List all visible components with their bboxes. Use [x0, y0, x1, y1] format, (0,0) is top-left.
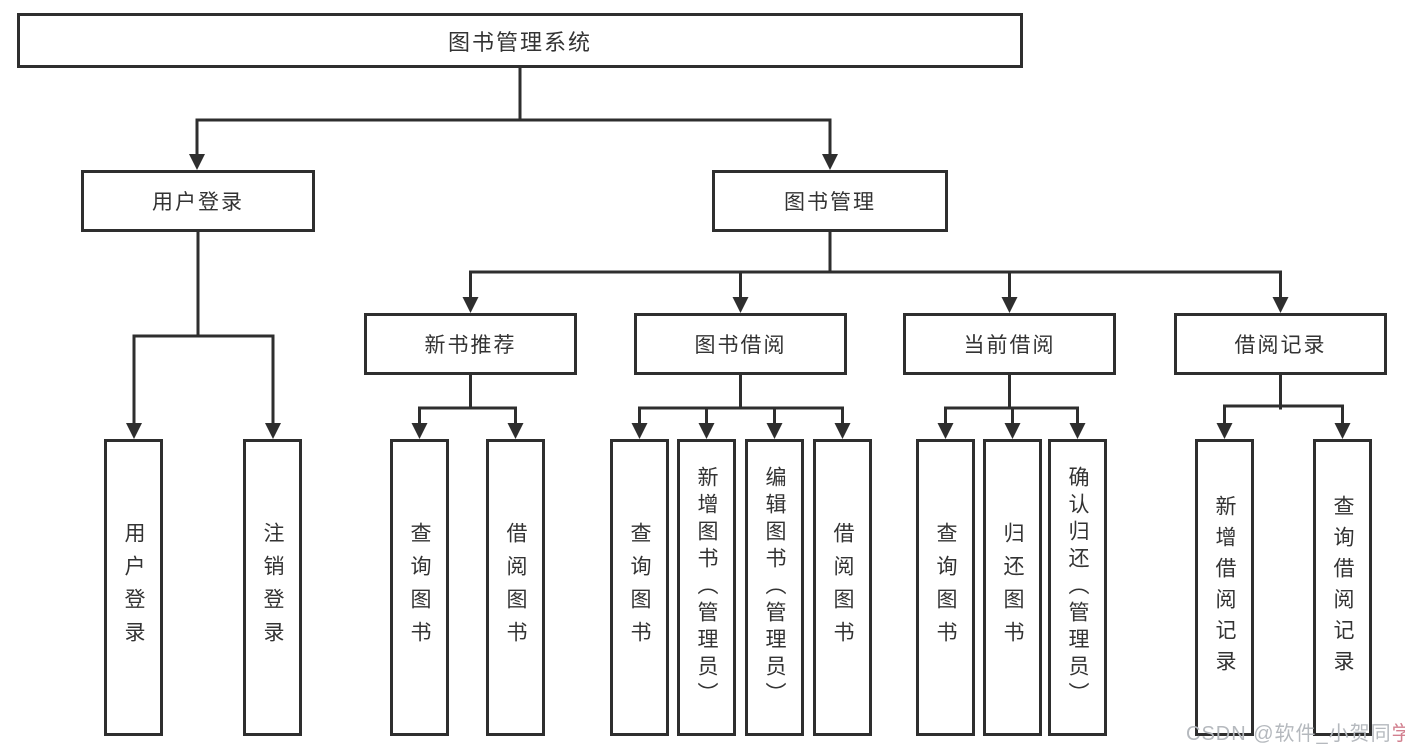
- node-borrowing-records: 借阅记录: [1174, 313, 1387, 375]
- node-label: 新增借阅记录: [1213, 494, 1236, 681]
- leaf-query-books-current: 查询图书: [916, 439, 975, 736]
- watermark-text: CSDN @软件_小贺同: [1186, 723, 1392, 745]
- node-label: 借阅图书: [831, 521, 854, 654]
- connector-root-to-level2: [189, 68, 838, 170]
- node-label: 查询借阅记录: [1331, 494, 1354, 681]
- node-label: 新书推荐: [424, 334, 517, 357]
- leaf-user-login: 用户登录: [104, 439, 163, 736]
- node-current-borrowing: 当前借阅: [903, 313, 1116, 375]
- node-book-management: 图书管理: [712, 170, 948, 232]
- leaf-edit-books-admin: 编辑图书（管理员）: [745, 439, 804, 736]
- node-book-borrowing: 图书借阅: [634, 313, 847, 375]
- connector-user-login-children: [126, 232, 281, 439]
- node-label: 编辑图书（管理员）: [763, 466, 786, 709]
- leaf-return-books: 归还图书: [983, 439, 1042, 736]
- node-label: 新增图书（管理员）: [695, 466, 718, 709]
- leaf-query-books-recommend: 查询图书: [390, 439, 449, 736]
- node-label: 注销登录: [261, 521, 284, 654]
- node-label: 查询图书: [408, 521, 431, 654]
- connector-new-book-children: [411, 375, 524, 439]
- leaf-query-borrow-record: 查询借阅记录: [1313, 439, 1372, 736]
- csdn-watermark: CSDN @软件_小贺同学: [1186, 717, 1405, 746]
- node-label: 图书管理: [784, 191, 876, 214]
- leaf-confirm-return-admin: 确认归还（管理员）: [1048, 439, 1107, 736]
- connector-book-borrow-children: [631, 375, 851, 439]
- node-label: 图书借阅: [694, 334, 787, 357]
- node-label: 借阅图书: [504, 521, 527, 654]
- node-label: 确认归还（管理员）: [1066, 466, 1089, 709]
- leaf-logout: 注销登录: [243, 439, 302, 736]
- connector-book-mgmt-to-level3: [462, 232, 1289, 313]
- connector-borrow-records-children: [1216, 375, 1351, 439]
- node-label: 当前借阅: [963, 334, 1056, 357]
- node-label: 用户登录: [122, 521, 145, 654]
- node-label: 用户登录: [152, 191, 244, 214]
- leaf-add-borrow-record: 新增借阅记录: [1195, 439, 1254, 736]
- node-label: 借阅记录: [1234, 334, 1327, 357]
- node-label: 查询图书: [934, 521, 957, 654]
- watermark-text-accent: 学: [1391, 723, 1405, 745]
- node-root-system: 图书管理系统: [17, 13, 1023, 68]
- node-label: 图书管理系统: [447, 29, 592, 55]
- node-user-login: 用户登录: [81, 170, 315, 232]
- leaf-borrow-books-recommend: 借阅图书: [486, 439, 545, 736]
- leaf-add-books-admin: 新增图书（管理员）: [677, 439, 736, 736]
- node-new-book-recommend: 新书推荐: [364, 313, 577, 375]
- leaf-query-books-borrow: 查询图书: [610, 439, 669, 736]
- node-label: 查询图书: [628, 521, 651, 654]
- node-label: 归还图书: [1001, 521, 1024, 654]
- leaf-borrow-books: 借阅图书: [813, 439, 872, 736]
- connector-current-borrow-children: [937, 375, 1086, 439]
